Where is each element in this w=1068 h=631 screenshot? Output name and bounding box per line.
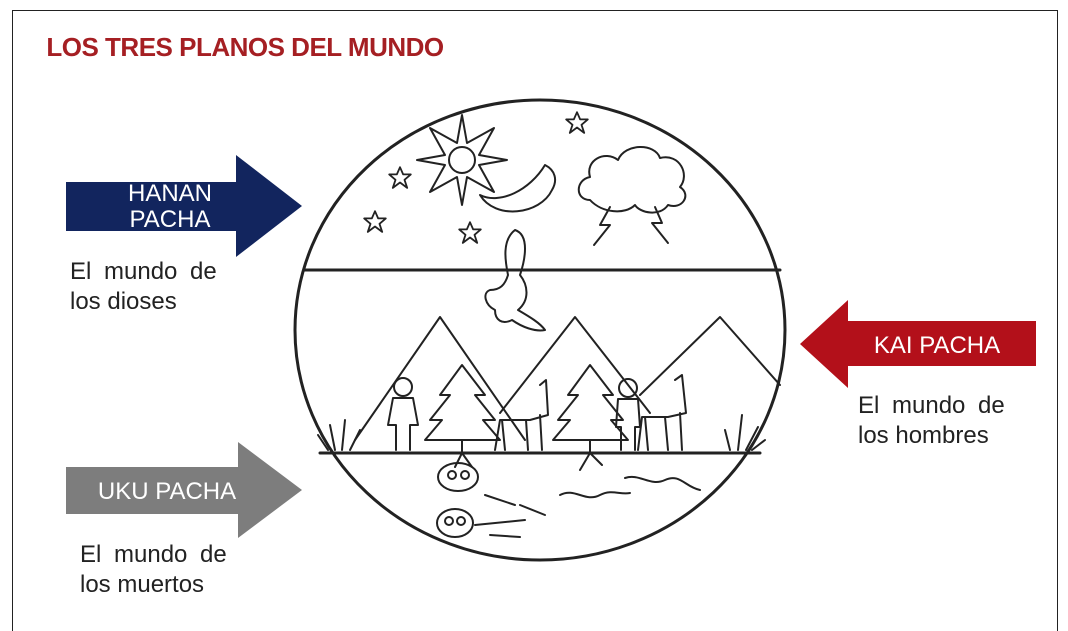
uku-pacha-label: UKU PACHA (97, 478, 237, 505)
star-icon (363, 111, 589, 244)
tree-icon (552, 364, 629, 454)
llama-icon (494, 379, 549, 451)
lightning-icon (651, 206, 669, 244)
person-icon (615, 378, 641, 451)
hanan-pacha-description: El mundo de los dioses (70, 258, 217, 315)
skull-icon (436, 508, 474, 538)
bones-icon (474, 504, 546, 538)
condor-icon (484, 229, 546, 332)
cloud-icon (577, 146, 687, 214)
tree-icon (424, 364, 501, 454)
sun-icon (416, 114, 508, 206)
uku-pacha-description: El mundo de los muertos (80, 541, 227, 598)
page-title: LOS TRES PLANOS DEL MUNDO (46, 32, 444, 62)
slide-frame (12, 10, 1058, 631)
kai-pacha-label: KAI PACHA (873, 332, 1001, 359)
plant-icon (317, 419, 361, 451)
mountain-icon (639, 316, 781, 396)
roots-icon (454, 452, 603, 471)
person-icon (387, 377, 419, 451)
kai-pacha-arrow (800, 300, 1036, 388)
world-circle (293, 98, 787, 562)
uku-pacha-arrow (66, 442, 302, 538)
moon-icon (479, 164, 557, 213)
kai-pacha-description: El mundo de los hombres (858, 392, 1005, 449)
worm-icon (559, 491, 631, 499)
cosmos-illustration (293, 98, 787, 562)
hanan-pacha-arrow (66, 155, 302, 257)
lightning-icon (593, 206, 611, 246)
worm-icon (624, 475, 701, 491)
mountain-icon (499, 316, 651, 414)
hanan-pacha-label: HANAN PACHA (127, 180, 212, 233)
mountain-icon (354, 316, 526, 441)
bones-icon (484, 494, 516, 506)
plant-icon (724, 414, 766, 451)
llama-icon (637, 374, 687, 451)
